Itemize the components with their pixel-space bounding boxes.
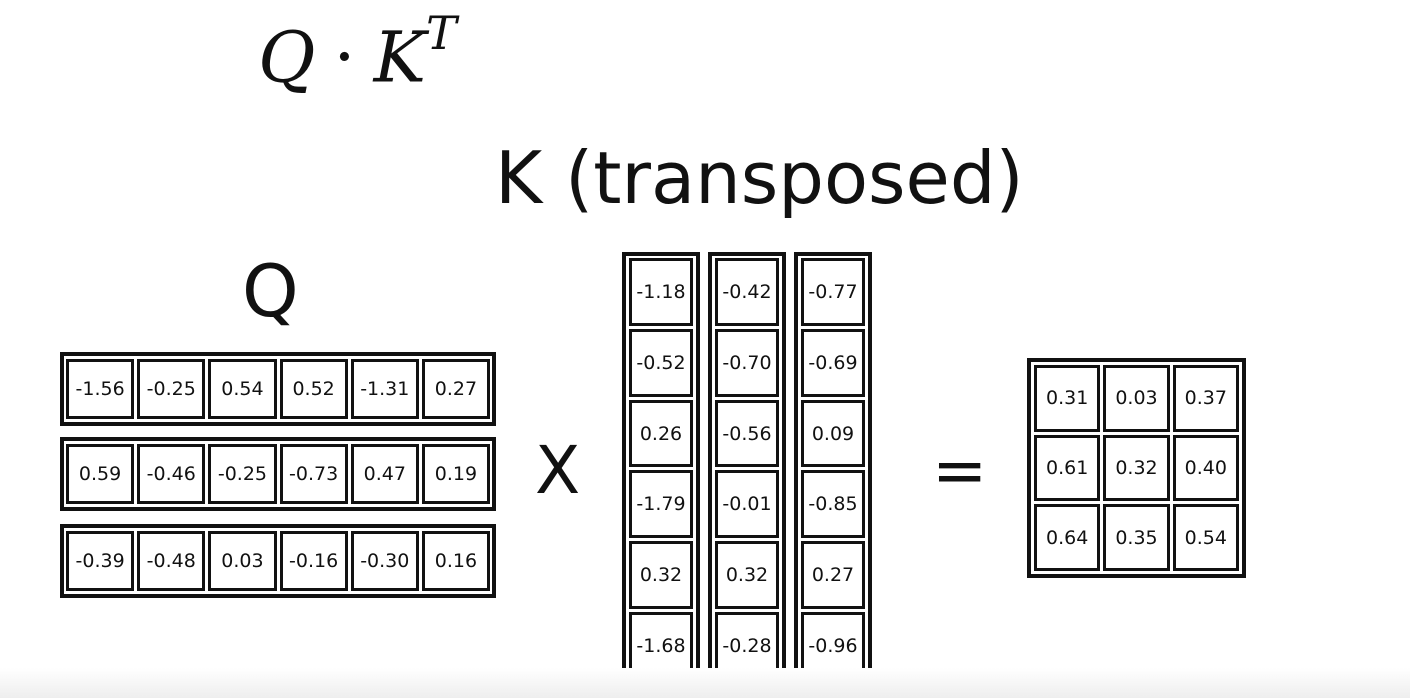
q-cell-3-2: -0.48 (137, 531, 206, 591)
k-cell-1-3: -0.77 (801, 258, 865, 326)
formula-q: Q (258, 16, 316, 99)
q-cell-1-6: 0.27 (421, 359, 491, 419)
k-cell-1-1: -1.18 (629, 258, 693, 326)
result-matrix: 0.31 0.03 0.37 0.61 0.32 0.40 0.64 0.35 … (1027, 358, 1246, 578)
result-cell-3-3: 0.54 (1172, 504, 1239, 571)
k-cell-3-1: 0.26 (629, 399, 693, 468)
q-label: Q (242, 249, 299, 333)
k-cell-5-2: 0.32 (715, 541, 779, 610)
q-cell-3-1: -0.39 (66, 531, 135, 591)
bottom-band (0, 668, 1410, 698)
q-cell-1-4: 0.52 (279, 359, 348, 419)
k-cell-5-1: 0.32 (629, 541, 693, 610)
q-cell-3-3: 0.03 (208, 531, 277, 591)
q-cell-2-5: 0.47 (350, 444, 419, 504)
k-transposed-label: K (transposed) (495, 136, 1024, 220)
q-cell-2-1: 0.59 (66, 444, 135, 504)
formula-q-dot-kt: Q·KT (258, 10, 457, 92)
k-cell-4-1: -1.79 (629, 470, 693, 539)
result-cell-1-1: 0.31 (1034, 365, 1101, 432)
q-cell-1-2: -0.25 (137, 359, 206, 419)
k-cell-2-1: -0.52 (629, 328, 693, 397)
equals-operator: = (932, 432, 988, 509)
q-matrix-row-1: -1.56 -0.25 0.54 0.52 -1.31 0.27 (60, 352, 496, 426)
result-cell-2-1: 0.61 (1034, 434, 1101, 502)
k-cell-4-2: -0.01 (715, 470, 779, 539)
formula-transpose-superscript: T (425, 6, 457, 60)
k-cell-5-3: 0.27 (801, 541, 865, 610)
q-cell-3-5: -0.30 (350, 531, 419, 591)
q-cell-2-6: 0.19 (421, 444, 491, 504)
multiply-operator: X (535, 432, 581, 509)
k-cell-3-2: -0.56 (715, 399, 779, 468)
q-cell-3-4: -0.16 (279, 531, 348, 591)
formula-dot: · (333, 16, 356, 99)
result-cell-1-2: 0.03 (1103, 365, 1170, 432)
result-cell-3-2: 0.35 (1103, 504, 1170, 571)
q-cell-3-6: 0.16 (421, 531, 491, 591)
q-cell-1-3: 0.54 (208, 359, 277, 419)
k-cell-3-3: 0.09 (801, 399, 865, 468)
k-transposed-column-2: -0.42 -0.70 -0.56 -0.01 0.32 -0.28 (708, 252, 786, 686)
k-cell-1-2: -0.42 (715, 258, 779, 326)
q-matrix-row-2: 0.59 -0.46 -0.25 -0.73 0.47 0.19 (60, 437, 496, 511)
result-cell-2-2: 0.32 (1103, 434, 1170, 502)
k-transposed-column-3: -0.77 -0.69 0.09 -0.85 0.27 -0.96 (794, 252, 872, 686)
result-cell-3-1: 0.64 (1034, 504, 1101, 571)
q-cell-1-5: -1.31 (350, 359, 419, 419)
q-cell-1-1: -1.56 (66, 359, 135, 419)
k-cell-2-3: -0.69 (801, 328, 865, 397)
q-matrix-row-3: -0.39 -0.48 0.03 -0.16 -0.30 0.16 (60, 524, 496, 598)
k-cell-4-3: -0.85 (801, 470, 865, 539)
k-cell-2-2: -0.70 (715, 328, 779, 397)
result-cell-2-3: 0.40 (1172, 434, 1239, 502)
result-cell-1-3: 0.37 (1172, 365, 1239, 432)
q-cell-2-3: -0.25 (208, 444, 277, 504)
q-cell-2-2: -0.46 (137, 444, 206, 504)
k-transposed-column-1: -1.18 -0.52 0.26 -1.79 0.32 -1.68 (622, 252, 700, 686)
q-cell-2-4: -0.73 (279, 444, 348, 504)
formula-k: K (373, 16, 426, 99)
